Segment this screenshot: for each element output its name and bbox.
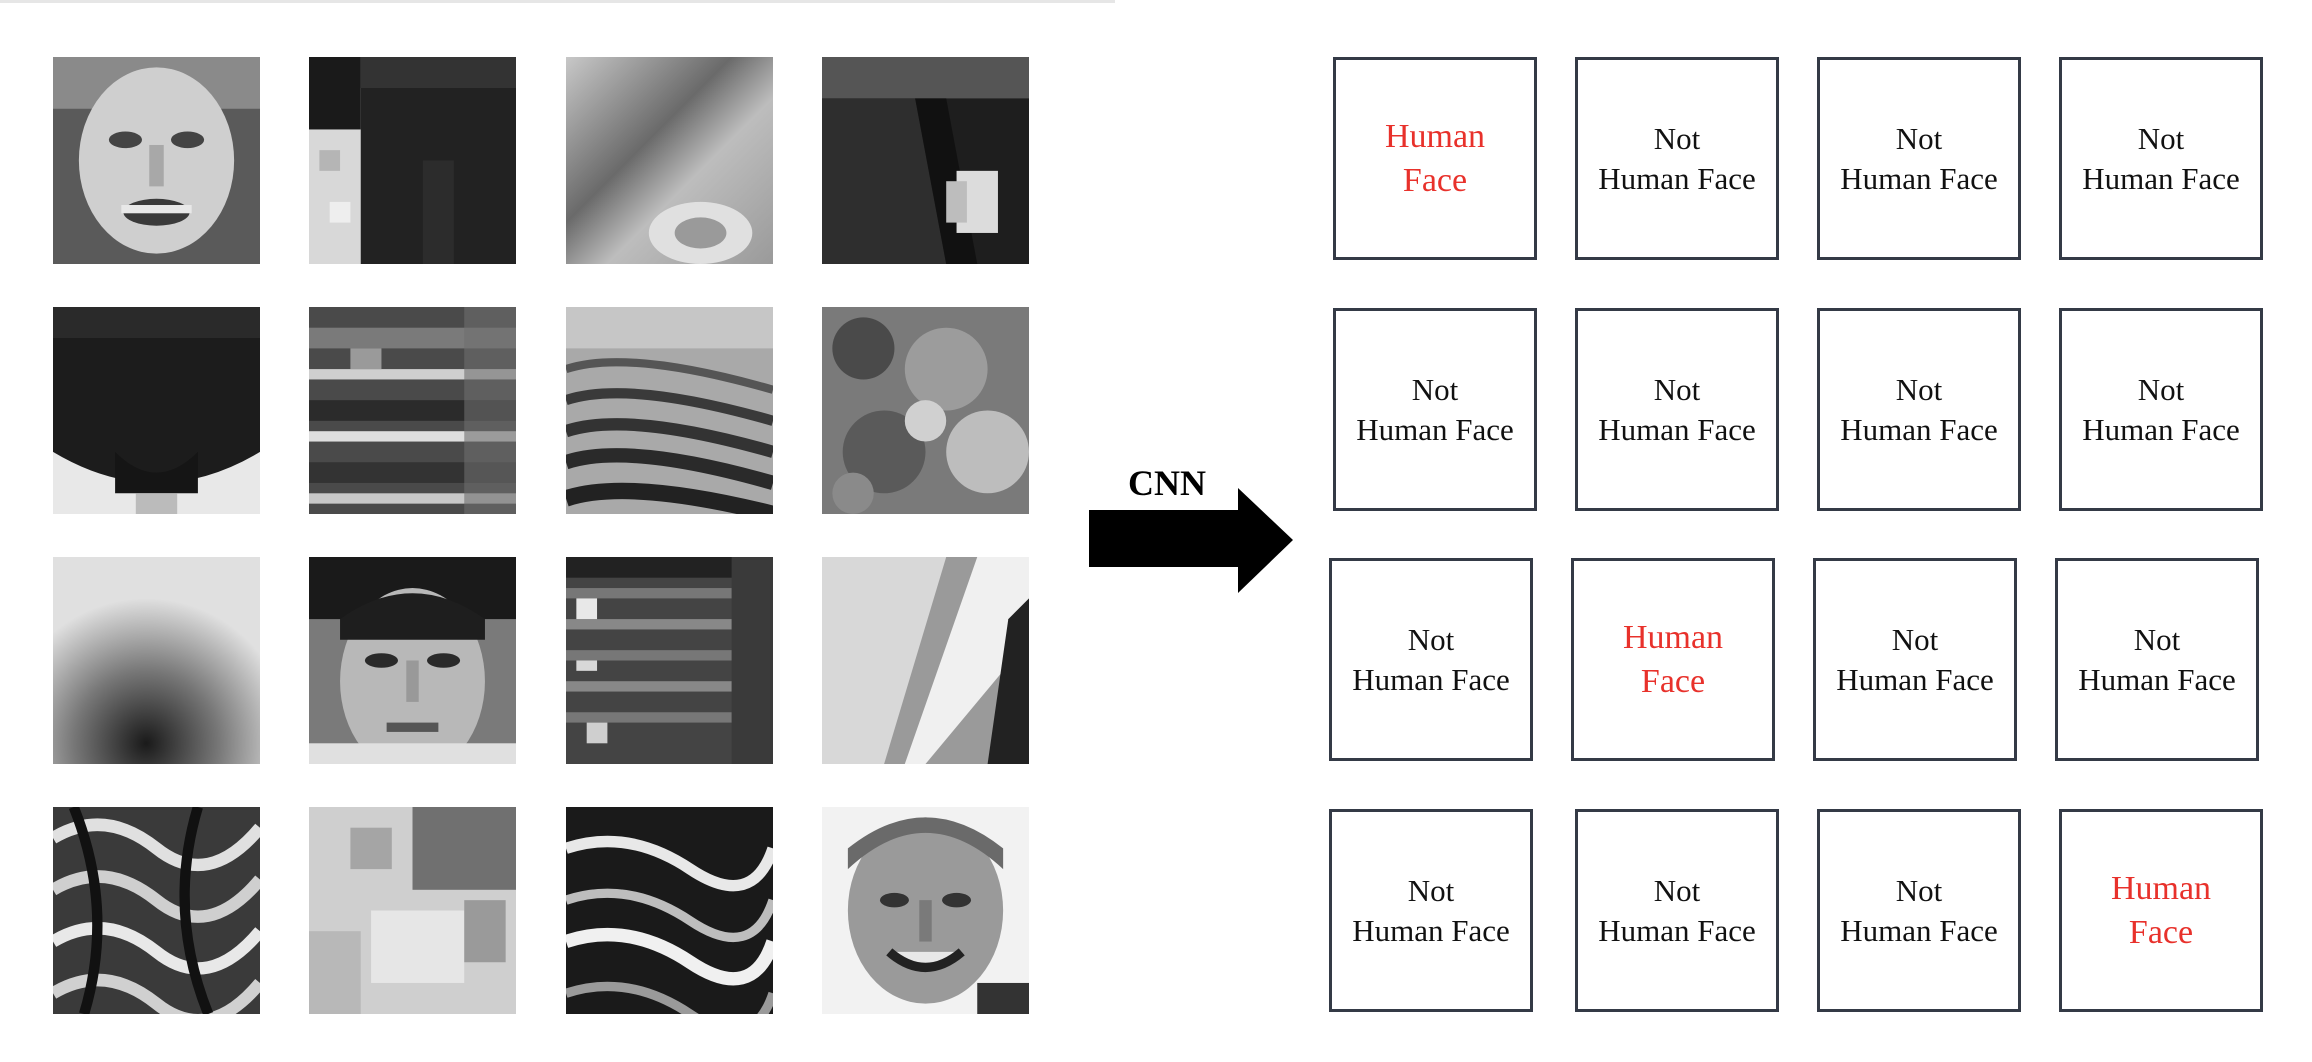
prediction-line2: Human Face bbox=[1840, 912, 1998, 948]
prediction-line2: Human Face bbox=[1352, 661, 1510, 697]
prediction-box: Not Human Face bbox=[1333, 308, 1537, 511]
prediction-line1: Not bbox=[1653, 371, 1701, 407]
prediction-line1: Not bbox=[1407, 872, 1455, 908]
input-image bbox=[566, 807, 773, 1014]
input-image bbox=[309, 307, 516, 514]
input-image bbox=[822, 57, 1029, 264]
input-image bbox=[309, 557, 516, 764]
prediction-line2: Human Face bbox=[2078, 661, 2236, 697]
prediction-line1: Human bbox=[2110, 869, 2212, 907]
prediction-box: Not Human Face bbox=[1575, 809, 1779, 1012]
prediction-line1: Not bbox=[1895, 120, 1943, 156]
prediction-line1: Not bbox=[2133, 621, 2181, 657]
prediction-line1: Not bbox=[1407, 621, 1455, 657]
cnn-label: CNN bbox=[1128, 463, 1206, 503]
prediction-line2: Human Face bbox=[1356, 411, 1514, 447]
prediction-line2: Human Face bbox=[1352, 912, 1510, 948]
prediction-line1: Not bbox=[1653, 872, 1701, 908]
prediction-box: Human Face bbox=[2059, 809, 2263, 1012]
prediction-box: Not Human Face bbox=[1575, 308, 1779, 511]
prediction-line2: Human Face bbox=[1598, 912, 1756, 948]
input-image bbox=[309, 57, 516, 264]
prediction-line2: Human Face bbox=[1840, 160, 1998, 196]
prediction-line1: Not bbox=[1411, 371, 1459, 407]
prediction-line2: Human Face bbox=[2082, 160, 2240, 196]
input-image bbox=[53, 807, 260, 1014]
prediction-box: Not Human Face bbox=[2059, 308, 2263, 511]
input-image bbox=[822, 807, 1029, 1014]
prediction-box: Not Human Face bbox=[1817, 57, 2021, 260]
prediction-box: Human Face bbox=[1333, 57, 1537, 260]
input-image bbox=[309, 807, 516, 1014]
prediction-box: Not Human Face bbox=[1329, 809, 1533, 1012]
prediction-line1: Human bbox=[1384, 117, 1486, 155]
prediction-line2: Face bbox=[1640, 662, 1706, 700]
prediction-line1: Not bbox=[1891, 621, 1939, 657]
input-image bbox=[822, 307, 1029, 514]
prediction-line2: Human Face bbox=[1840, 411, 1998, 447]
prediction-line1: Not bbox=[2137, 371, 2185, 407]
prediction-line1: Not bbox=[2137, 120, 2185, 156]
input-image bbox=[53, 57, 260, 264]
prediction-line2: Face bbox=[2128, 913, 2194, 951]
prediction-line1: Not bbox=[1895, 872, 1943, 908]
prediction-box: Not Human Face bbox=[1575, 57, 1779, 260]
prediction-line2: Human Face bbox=[1598, 160, 1756, 196]
input-image bbox=[822, 557, 1029, 764]
prediction-line2: Human Face bbox=[1836, 661, 1994, 697]
prediction-line2: Human Face bbox=[1598, 411, 1756, 447]
prediction-line2: Human Face bbox=[2082, 411, 2240, 447]
input-image bbox=[53, 557, 260, 764]
right-arrow-icon bbox=[1089, 488, 1293, 593]
prediction-box: Not Human Face bbox=[1817, 809, 2021, 1012]
top-rule bbox=[0, 0, 1115, 3]
prediction-box: Not Human Face bbox=[1817, 308, 2021, 511]
prediction-box: Not Human Face bbox=[2055, 558, 2259, 761]
input-image bbox=[566, 557, 773, 764]
prediction-line1: Not bbox=[1895, 371, 1943, 407]
input-image bbox=[566, 57, 773, 264]
prediction-line1: Human bbox=[1622, 618, 1724, 656]
prediction-box: Human Face bbox=[1571, 558, 1775, 761]
prediction-line1: Not bbox=[1653, 120, 1701, 156]
input-image bbox=[566, 307, 773, 514]
prediction-box: Not Human Face bbox=[1813, 558, 2017, 761]
input-image bbox=[53, 307, 260, 514]
prediction-box: Not Human Face bbox=[1329, 558, 1533, 761]
prediction-box: Not Human Face bbox=[2059, 57, 2263, 260]
prediction-line2: Face bbox=[1402, 161, 1468, 199]
